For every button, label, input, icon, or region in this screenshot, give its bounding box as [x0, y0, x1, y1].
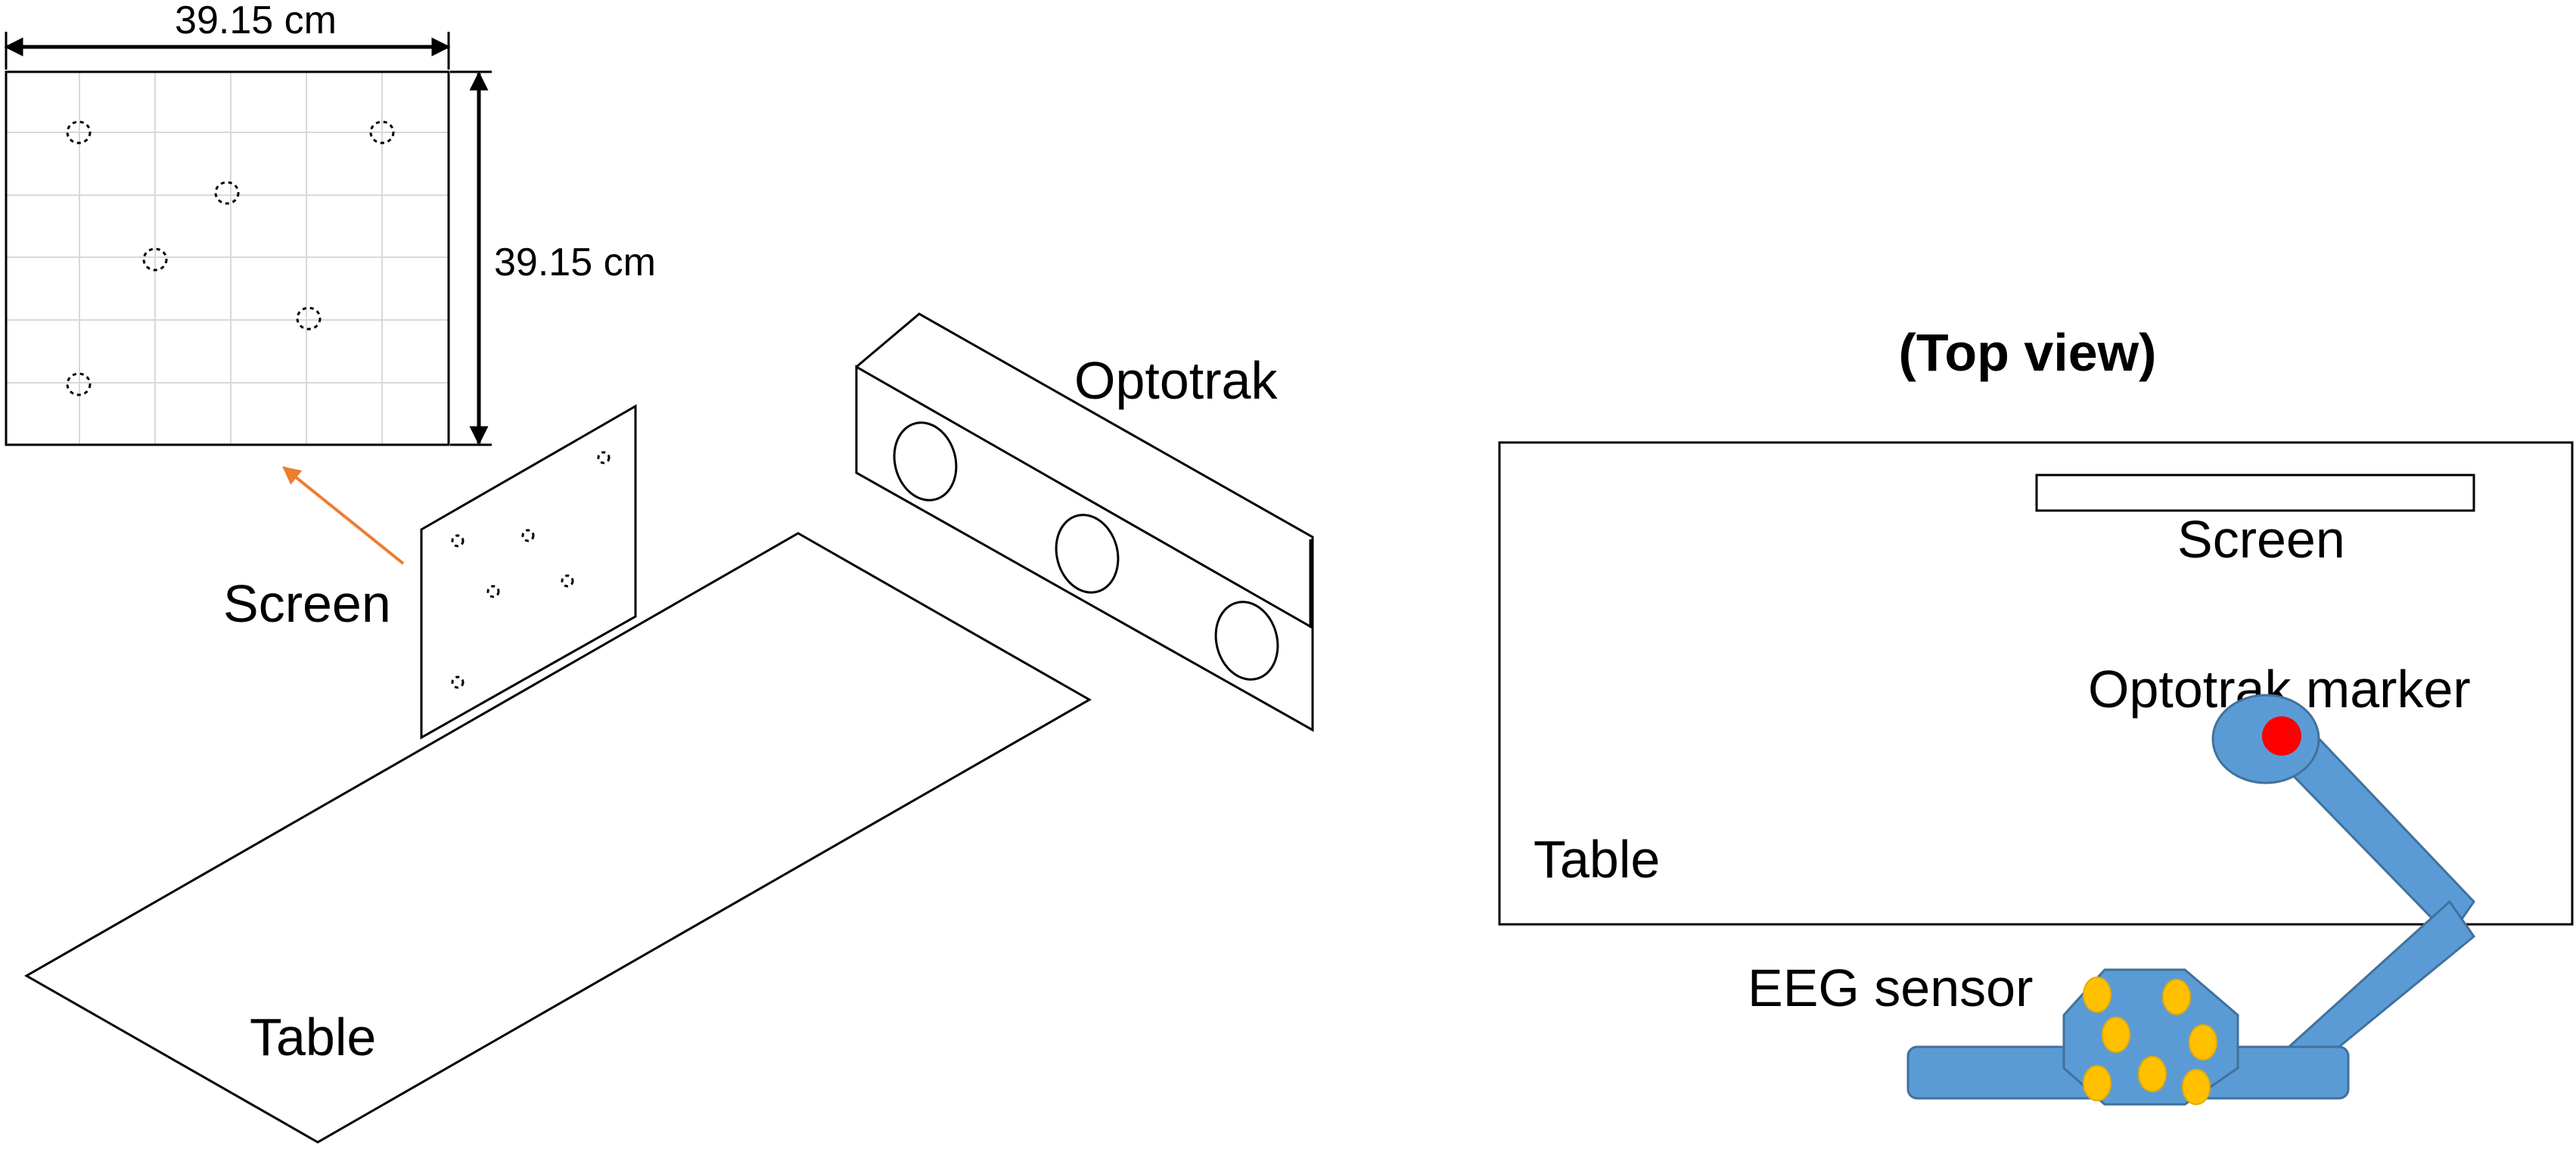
- eeg-electrode: [2162, 979, 2191, 1015]
- target-circle: [486, 585, 500, 598]
- optotrak-marker: [2262, 716, 2301, 756]
- target-circle: [66, 372, 92, 396]
- width-dimension-label: 39.15 cm: [175, 0, 337, 42]
- optotrak-device: [855, 312, 1314, 732]
- optotrak-lens: [1055, 514, 1120, 594]
- optotrak-label: Optotrak: [1074, 351, 1278, 410]
- table-label: Table: [250, 1008, 376, 1067]
- target-circle: [296, 306, 322, 331]
- upper-arm: [2274, 899, 2476, 1068]
- zoom-arrow: [282, 466, 405, 565]
- screen-3d: [420, 404, 637, 740]
- width-dimension: 39.15 cm: [4, 0, 451, 70]
- target-circle: [214, 181, 240, 205]
- target-circle: [142, 247, 168, 272]
- screen-label: Screen: [223, 574, 391, 633]
- target-circle: [521, 529, 535, 542]
- target-circle: [561, 574, 574, 588]
- eeg-electrode: [2138, 1056, 2167, 1092]
- target-markers: [66, 120, 395, 396]
- table-3d: [23, 532, 1092, 1144]
- top-view-screen-label: Screen: [2177, 510, 2345, 569]
- arm: [1906, 694, 2476, 1106]
- screen-grid: [6, 72, 449, 445]
- eeg-electrode: [2189, 1024, 2217, 1060]
- eeg-electrode: [2182, 1069, 2211, 1105]
- top-view-screen: [2035, 474, 2475, 512]
- eeg-electrode: [2083, 1065, 2111, 1101]
- eeg-electrode: [2102, 1017, 2130, 1053]
- top-view-table: [1498, 441, 2574, 926]
- top-view-title: (Top view): [1899, 323, 2157, 382]
- target-circle: [369, 120, 395, 144]
- target-circle: [597, 451, 611, 464]
- target-circle: [66, 120, 92, 144]
- zoomed-screen-border: [5, 70, 450, 446]
- eeg-sensor-label: EEG sensor: [1748, 958, 2033, 1017]
- target-circle: [451, 534, 465, 548]
- optotrak-lens: [1214, 601, 1279, 681]
- screen-panel: [420, 404, 637, 740]
- height-dimension-label: 39.15 cm: [494, 241, 656, 284]
- eeg-electrode: [2083, 977, 2111, 1013]
- target-circle: [451, 675, 465, 689]
- optotrak-lens: [893, 421, 958, 502]
- height-dimension: 39.15 cm: [450, 70, 656, 446]
- zoomed-screen: [5, 70, 450, 446]
- top-view-table-label: Table: [1533, 830, 1660, 889]
